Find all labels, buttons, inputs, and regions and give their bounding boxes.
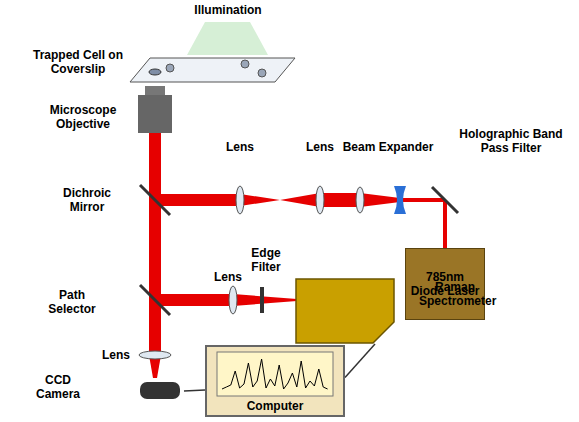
part-label: Lens [210, 270, 246, 284]
ccd-camera: CCD Camera [30, 373, 184, 401]
computer-screen [216, 351, 334, 397]
trapped-cell [149, 69, 161, 75]
data-cable [184, 390, 205, 391]
laser-beam [149, 133, 447, 378]
cell [241, 60, 249, 68]
part-label: Illumination [178, 3, 278, 17]
part-label: Path Selector [40, 288, 104, 316]
part-label: Trapped Cell on Coverslip [26, 48, 130, 76]
computer: Computer [205, 345, 345, 417]
part-label: Lens [98, 348, 134, 362]
data-cable [345, 344, 375, 377]
camera-body [136, 377, 184, 401]
part-label: Edge Filter [246, 246, 286, 274]
objective-tip [145, 86, 165, 95]
objective-body [138, 95, 172, 133]
part-label: Holographic Band Pass Filter [459, 127, 563, 155]
node-text: Computer [247, 399, 304, 413]
part-label: Beam Expander [340, 140, 436, 154]
coverslip [130, 58, 295, 82]
part-label: Lens [222, 140, 258, 154]
edge-filter [260, 287, 264, 313]
part-label: Microscope Objective [40, 103, 126, 131]
cell [166, 64, 174, 72]
spectrometer: Raman Spectrometer [295, 278, 491, 344]
part-label: Lens [302, 140, 338, 154]
part-label: Dichroic Mirror [52, 186, 122, 214]
concave-lens [394, 186, 406, 214]
cell [258, 69, 266, 77]
illumination-light [187, 22, 268, 55]
spectrometer-body [295, 278, 395, 344]
node-text: CCD Camera [30, 373, 86, 401]
node-text: Raman Spectrometer [419, 280, 491, 308]
